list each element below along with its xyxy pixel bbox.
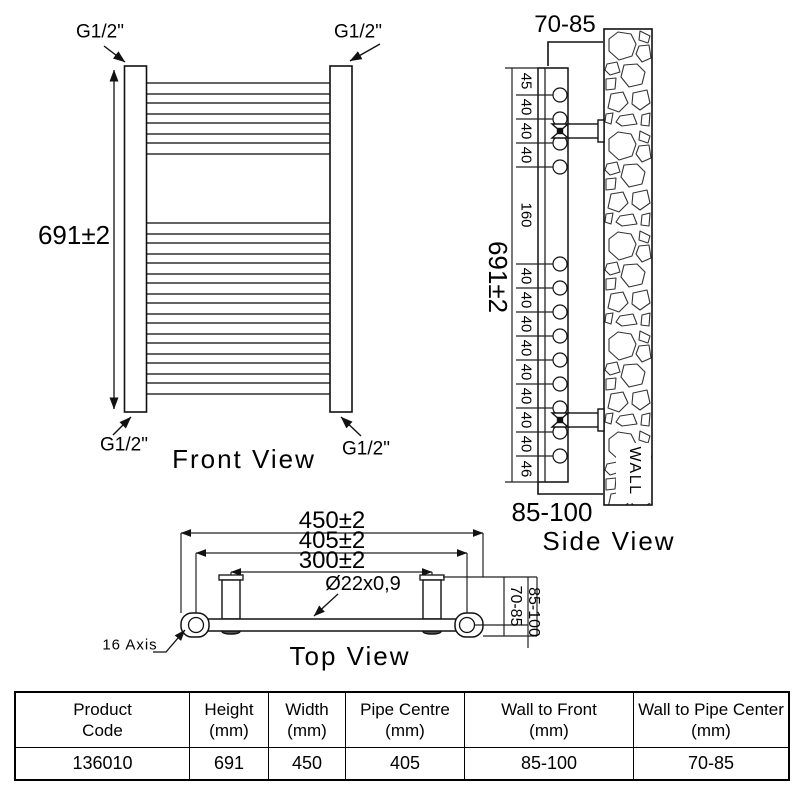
- spacing-label: 40: [517, 315, 535, 333]
- top-wall-to-front-label: 85-100: [525, 587, 542, 637]
- front-left-rail: [123, 65, 148, 413]
- top-view-dim-lines: [180, 529, 484, 616]
- side-tube-sections: [552, 87, 568, 464]
- top-overall-width-label: 450±2: [298, 507, 366, 534]
- table-header-height: Height (mm): [190, 693, 269, 748]
- spacing-label: 40: [517, 291, 535, 309]
- table-cell-width: 450: [269, 748, 346, 779]
- spacing-label: 40: [517, 98, 535, 116]
- front-fitting-leaders: [103, 43, 381, 437]
- side-wall-to-pipe-label: 70-85: [534, 11, 596, 38]
- table-cell-product-code: 136010: [16, 748, 190, 779]
- front-view-drawing: [103, 43, 381, 437]
- wall-outline: [603, 28, 653, 506]
- front-height-label: 691±2: [37, 220, 111, 250]
- spacing-label: 40: [517, 363, 535, 381]
- front-rungs: [145, 82, 332, 395]
- table-cell-wall-to-pipe-center: 70-85: [687, 753, 735, 773]
- table-header-product-code: Product Code: [16, 693, 190, 748]
- spacing-label: 45: [517, 72, 535, 90]
- table-header-width: Width (mm): [269, 693, 346, 748]
- fitting-label-top-right: G1/2": [334, 21, 382, 43]
- side-profile: [537, 67, 569, 483]
- wall-stone-fill: [604, 29, 652, 505]
- side-bottom-gap-leader: [537, 482, 603, 495]
- side-top-gap-leader: [547, 41, 603, 66]
- top-view-drawing: [153, 529, 538, 653]
- side-view-title: Side View: [542, 526, 676, 556]
- fitting-label-bottom-left: G1/2": [100, 434, 148, 456]
- fitting-label-bottom-right: G1/2": [342, 438, 390, 460]
- axis-label: 16 Axis: [102, 636, 158, 654]
- top-view-wall-dims: [443, 576, 538, 648]
- front-right-rail: [329, 65, 353, 413]
- table-cell-wall-to-front: 85-100: [465, 748, 634, 779]
- spacing-label: 40: [517, 267, 535, 285]
- fitting-label-top-left: G1/2": [76, 21, 124, 43]
- wall-bracket-top: [550, 119, 605, 143]
- spacing-label: 40: [517, 146, 535, 164]
- table-header-pipe-centre: Pipe Centre (mm): [346, 693, 465, 748]
- spacing-label: 46: [517, 460, 535, 478]
- top-wall-to-pipe-label: 70-85: [507, 585, 524, 627]
- tube-spec-label: Ø22x0,9: [325, 573, 401, 595]
- table-header-wall-to-front: Wall to Front (mm): [465, 693, 634, 748]
- top-view-title: Top View: [289, 641, 411, 671]
- spacing-label: 40: [517, 387, 535, 405]
- spacing-label: 160: [517, 202, 535, 228]
- spacing-label: 40: [517, 435, 535, 453]
- tube-spec-leader: [313, 593, 339, 617]
- table-cell-pipe-centre: 405: [346, 748, 465, 779]
- spacing-label: 40: [517, 122, 535, 140]
- side-height-label: 691±2: [483, 240, 513, 314]
- side-view-drawing: [505, 28, 653, 506]
- spacing-label: 40: [517, 411, 535, 429]
- side-height-dim: [505, 67, 568, 483]
- front-view-title: Front View: [172, 444, 316, 474]
- table-header-wall-to-pipe-center: Wall to Pipe Center (mm): [634, 693, 788, 748]
- spacing-label: 40: [517, 339, 535, 357]
- table-cell-height: 691: [190, 748, 269, 779]
- top-valve-centre-label: 300±2: [298, 547, 366, 574]
- wall-label: WALL: [626, 446, 643, 496]
- wall-bracket-bottom: [550, 408, 605, 432]
- spec-table: Product Code Height (mm) Width (mm) Pipe…: [14, 691, 790, 781]
- side-wall-to-front-label: 85-100: [511, 497, 593, 527]
- top-view-body: [180, 574, 484, 638]
- top-pipe-centre-label: 405±2: [298, 527, 366, 554]
- side-spacing-ticks: [516, 94, 553, 457]
